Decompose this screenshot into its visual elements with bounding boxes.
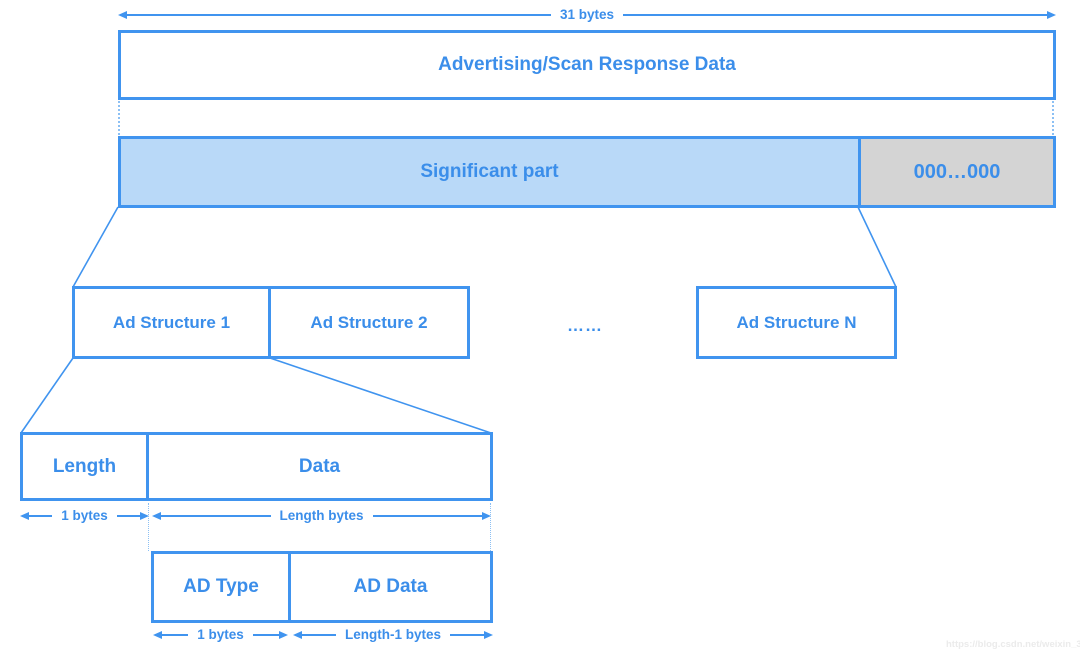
length-box: Length	[20, 432, 149, 501]
ad-data-width-arrow: Length-1 bytes	[293, 627, 494, 642]
arrowhead-left-icon	[20, 512, 29, 520]
non-significant-zeros-cell: 000…000	[858, 139, 1053, 205]
advertising-scan-response-data-box: Advertising/Scan Response Data	[118, 30, 1056, 100]
arrowhead-left-icon	[153, 631, 162, 639]
dotted-connector-length-data	[148, 503, 149, 551]
ad-data-width-arrow-label: Length-1 bytes	[345, 627, 442, 642]
total-width-arrow-label: 31 bytes	[559, 7, 615, 22]
zeros-label: 000…000	[913, 160, 1001, 183]
dotted-connector-right	[1052, 101, 1054, 135]
arrowhead-left-icon	[293, 631, 302, 639]
arrowhead-left-icon	[152, 512, 161, 520]
length-width-arrow-label: 1 bytes	[61, 508, 108, 523]
ellipsis-between-structures: ……	[540, 300, 630, 352]
significant-part-cell: Significant part	[121, 139, 858, 205]
payload-split-box: Significant part 000…000	[118, 136, 1056, 208]
ad-structure-n-box: Ad Structure N	[696, 286, 897, 359]
watermark-text: https://blog.csdn.net/weixin_35015347	[946, 639, 1080, 650]
dotted-connector-left	[118, 101, 120, 135]
arrowhead-right-icon	[1047, 11, 1057, 19]
ad-type-box: AD Type	[151, 551, 291, 623]
ad-type-width-arrow: 1 bytes	[153, 628, 288, 642]
ad-data-label: AD Data	[353, 576, 428, 597]
ad-type-width-arrow-label: 1 bytes	[197, 627, 244, 642]
arrowhead-right-icon	[482, 512, 492, 520]
significant-part-label: Significant part	[420, 161, 559, 182]
length-label: Length	[52, 455, 117, 477]
arrowhead-right-icon	[484, 631, 494, 639]
ad-structure-2-label: Ad Structure 2	[310, 312, 428, 332]
ad-structure-1-box: Ad Structure 1	[72, 286, 271, 359]
ad-structure-n-label: Ad Structure N	[736, 312, 857, 332]
length-width-arrow: 1 bytes	[20, 509, 149, 523]
arrowhead-right-icon	[279, 631, 288, 639]
total-width-arrow: 31 bytes	[118, 7, 1057, 22]
data-width-arrow-label: Length bytes	[279, 508, 364, 523]
dotted-connector-data-right	[490, 503, 491, 551]
advertising-scan-response-data-label: Advertising/Scan Response Data	[438, 54, 736, 75]
ad-data-box: AD Data	[288, 551, 493, 623]
ad-structure-1-label: Ad Structure 1	[112, 312, 231, 332]
data-label: Data	[298, 455, 341, 477]
ad-type-label: AD Type	[183, 576, 259, 597]
data-box: Data	[146, 432, 493, 501]
arrowhead-left-icon	[118, 11, 127, 19]
ellipsis-label: ……	[567, 316, 603, 335]
watermark: https://blog.csdn.net/weixin_35015347	[946, 639, 1080, 650]
ad-structure-2-box: Ad Structure 2	[268, 286, 470, 359]
arrowhead-right-icon	[140, 512, 149, 520]
data-width-arrow: Length bytes	[152, 508, 492, 523]
